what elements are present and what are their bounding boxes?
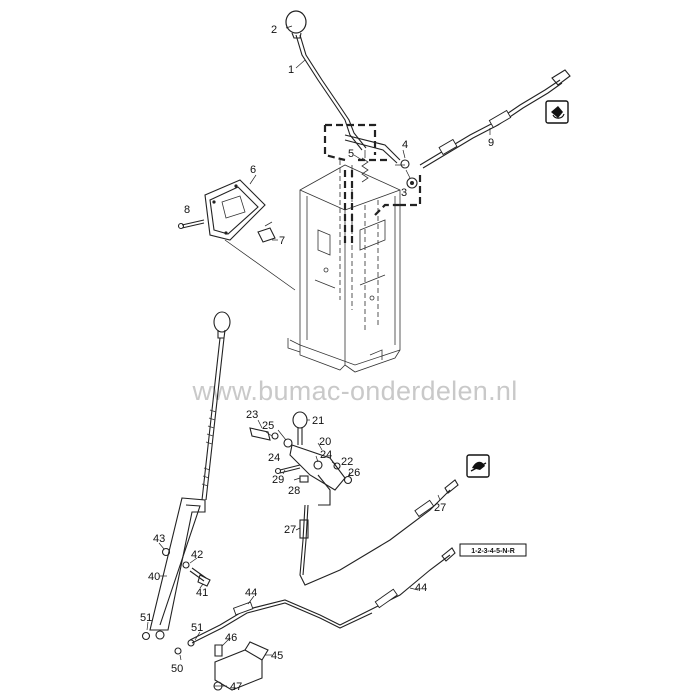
- part-label-50: 50: [171, 663, 183, 675]
- part-label-2: 2: [271, 24, 277, 36]
- part-label-44b: 44: [415, 582, 427, 594]
- gear-pattern-label: 1-2-3-4-5-N-R: [471, 548, 515, 555]
- part-label-42: 42: [191, 549, 203, 561]
- plate-bolt: [177, 219, 205, 230]
- part-label-28: 28: [288, 485, 300, 497]
- middle-bracket-assembly: 23 25 21 24 20 24 22 26 29 28 27 27 1-2-…: [246, 409, 527, 586]
- part-label-46: 46: [225, 632, 237, 644]
- shift-cable-upper: [419, 69, 571, 169]
- part-label-24a: 24: [268, 452, 280, 464]
- upper-assembly: 2 1 5 4 3 9 6 8 7: [177, 10, 571, 373]
- lower-cable-assembly: 44 44 46 45 47: [189, 547, 456, 693]
- part-label-51b: 51: [191, 622, 203, 634]
- retaining-clip: [257, 221, 276, 243]
- part-label-3: 3: [401, 187, 407, 199]
- cable-adjust-symbol: [545, 100, 569, 124]
- part-label-21: 21: [312, 415, 324, 427]
- part-label-20: 20: [319, 436, 331, 448]
- shift-cable-lower: [299, 479, 459, 586]
- part-label-22: 22: [341, 456, 353, 468]
- part-label-1: 1: [288, 64, 294, 76]
- lever-knob: [285, 10, 307, 39]
- part-label-40: 40: [148, 571, 160, 583]
- part-label-43: 43: [153, 533, 165, 545]
- part-label-26: 26: [348, 467, 360, 479]
- part-label-51a: 51: [140, 612, 152, 624]
- part-label-45: 45: [271, 650, 283, 662]
- part-label-27b: 27: [434, 502, 446, 514]
- part-label-8: 8: [184, 204, 190, 216]
- part-label-29: 29: [272, 474, 284, 486]
- gear-pattern-box: 1-2-3-4-5-N-R: [459, 543, 527, 557]
- shift-lever-rod: [295, 34, 401, 164]
- part-label-47: 47: [230, 681, 242, 693]
- watermark-text: www.bumac-onderdelen.nl: [191, 376, 517, 406]
- return-spring: [361, 150, 369, 183]
- part-label-5: 5: [348, 148, 354, 160]
- part-label-9: 9: [488, 137, 494, 149]
- lower-lever-assembly: 43 40 42 41 51 50 51: [140, 311, 231, 675]
- part-label-25: 25: [262, 420, 274, 432]
- shift-housing: [287, 160, 401, 373]
- part-label-7: 7: [279, 235, 285, 247]
- part-label-6: 6: [250, 164, 256, 176]
- part-label-4: 4: [402, 139, 408, 151]
- gate-plate: [204, 179, 266, 241]
- pivot-hardware: [395, 159, 418, 189]
- part-label-44a: 44: [245, 587, 257, 599]
- part-label-23: 23: [246, 409, 258, 421]
- cable-cutter-symbol: [466, 454, 490, 478]
- part-label-24b: 24: [320, 449, 332, 461]
- part-label-27a: 27: [284, 524, 296, 536]
- part-label-41: 41: [196, 587, 208, 599]
